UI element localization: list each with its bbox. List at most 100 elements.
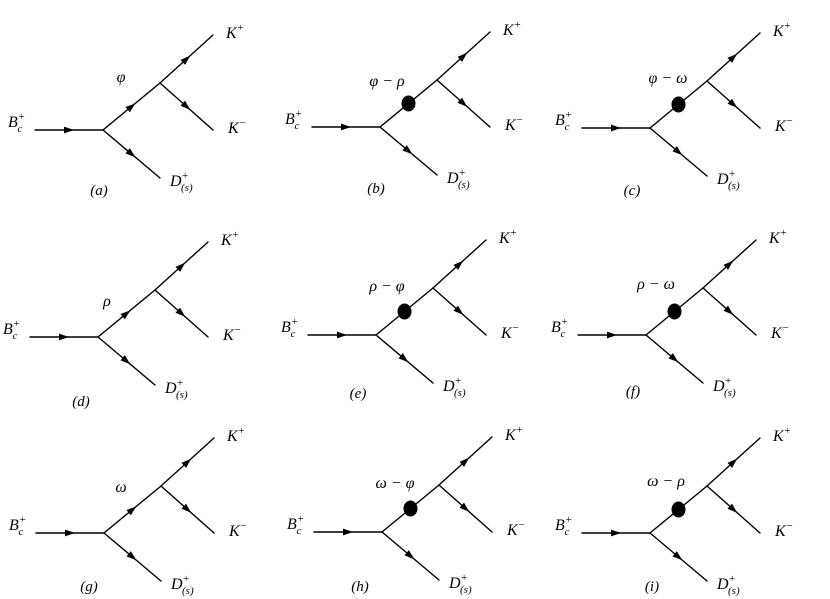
label-d-meson-symbol: D xyxy=(712,378,725,395)
label-d-meson-symbol: D xyxy=(448,575,461,592)
label-d-meson-subscript: (s) xyxy=(176,389,188,401)
label-k-plus-charge: + xyxy=(238,22,244,34)
label-initial-state: B+c xyxy=(9,514,26,538)
label-initial-state: B+c xyxy=(3,318,20,342)
label-k-minus-charge: − xyxy=(235,324,241,336)
arrowhead-d-meson xyxy=(120,355,131,365)
label-k-minus-symbol: K xyxy=(227,120,240,137)
mixing-vertex-blob xyxy=(671,501,686,518)
label-d-meson-charge: + xyxy=(183,573,189,585)
diagram-e: B+cK+K−D+(s)ρ − φ(e) xyxy=(281,227,519,402)
label-initial-state: B+c xyxy=(8,111,25,135)
label-initial-state: B+c xyxy=(555,514,572,538)
label-d-meson: D+(s) xyxy=(164,377,188,401)
label-k-minus-charge: − xyxy=(519,519,525,531)
label-initial-state-subscript: c xyxy=(19,526,24,538)
label-d-meson-symbol: D xyxy=(446,170,459,187)
label-initial-state: B+c xyxy=(555,109,572,133)
label-initial-state-subscript: c xyxy=(18,123,23,135)
arrowhead-k-plus xyxy=(727,458,738,468)
mixing-vertex-blob xyxy=(403,500,418,517)
arrowhead-initial xyxy=(59,333,69,341)
arrowhead-d-meson xyxy=(404,550,415,560)
diagram-caption: (f) xyxy=(626,384,640,400)
arrowhead-k-minus xyxy=(459,502,470,512)
arrowhead-k-plus xyxy=(459,457,470,467)
label-d-meson-subscript: (s) xyxy=(728,180,740,192)
label-d-meson-charge: + xyxy=(182,170,188,182)
label-initial-state: B+c xyxy=(285,108,302,132)
label-d-meson-charge: + xyxy=(459,167,465,179)
arrowhead-d-meson xyxy=(125,148,136,158)
arrowhead-initial xyxy=(611,529,621,537)
label-initial-state-subscript: c xyxy=(291,328,296,340)
label-k-minus-charge: − xyxy=(787,115,793,127)
label-intermediate-state: ρ − ω xyxy=(636,276,675,293)
diagram-caption: (b) xyxy=(367,181,385,197)
label-k-plus-symbol: K xyxy=(226,428,239,445)
diagram-b: B+cK+K−D+(s)φ − ρ(b) xyxy=(285,19,523,197)
label-d-meson-subscript: (s) xyxy=(454,387,466,399)
label-k-plus-charge: + xyxy=(781,227,787,239)
label-initial-state-charge: + xyxy=(298,513,304,525)
label-k-plus: K+ xyxy=(772,20,791,40)
diagram-h: B+cK+K−D+(s)ω − φ(h) xyxy=(287,424,525,596)
label-k-plus-charge: + xyxy=(515,19,521,31)
mixing-vertex-blob xyxy=(397,303,412,320)
arrowhead-intermediate xyxy=(120,310,131,320)
label-initial-state-subscript: c xyxy=(295,120,300,132)
label-initial-state: B+c xyxy=(287,513,304,537)
arrowhead-initial xyxy=(607,331,617,339)
diagram-caption: (a) xyxy=(90,183,108,199)
label-initial-state-symbol: B xyxy=(285,111,295,128)
label-d-meson-charge: + xyxy=(455,375,461,387)
label-initial-state-subscript: c xyxy=(565,526,570,538)
label-initial-state-symbol: B xyxy=(281,319,291,336)
arrowhead-intermediate xyxy=(126,506,137,516)
diagram-d: B+cK+K−D+(s)ρ(d) xyxy=(3,229,241,410)
label-d-meson-subscript: (s) xyxy=(724,387,736,399)
arrowhead-k-plus xyxy=(453,260,464,270)
label-d-meson-charge: + xyxy=(725,375,731,387)
label-initial-state: B+c xyxy=(551,316,568,340)
arrowhead-k-minus xyxy=(457,97,468,107)
label-initial-state-symbol: B xyxy=(555,112,565,129)
label-k-plus: K+ xyxy=(772,425,791,445)
label-k-minus-symbol: K xyxy=(506,522,519,539)
label-k-minus-charge: − xyxy=(513,322,519,334)
label-k-plus-charge: + xyxy=(511,227,517,239)
label-k-minus-symbol: K xyxy=(770,325,783,342)
label-initial-state-symbol: B xyxy=(8,114,18,131)
label-k-plus-charge: + xyxy=(239,425,245,437)
label-k-minus: K− xyxy=(770,322,789,342)
diagram-i: B+cK+K−D+(s)ω − ρ(i) xyxy=(555,425,793,597)
label-k-minus-charge: − xyxy=(240,117,246,129)
label-d-meson-symbol: D xyxy=(170,576,183,593)
label-d-meson-charge: + xyxy=(729,573,735,585)
label-initial-state-symbol: B xyxy=(9,517,19,534)
arrowhead-d-meson xyxy=(398,353,409,363)
diagram-caption: (g) xyxy=(80,579,98,595)
arrowhead-k-plus xyxy=(723,260,734,270)
label-d-meson-symbol: D xyxy=(716,171,729,188)
label-k-minus-symbol: K xyxy=(222,327,235,344)
arrowhead-d-meson xyxy=(672,551,683,561)
label-k-plus: K+ xyxy=(504,424,523,444)
diagram-caption: (i) xyxy=(645,579,659,595)
label-initial-state-charge: + xyxy=(20,514,26,526)
label-initial-state-charge: + xyxy=(296,108,302,120)
mixing-vertex-blob xyxy=(667,303,682,320)
label-k-plus-charge: + xyxy=(517,424,523,436)
label-initial-state-charge: + xyxy=(562,316,568,328)
label-k-plus: K+ xyxy=(502,19,521,39)
label-d-meson: D+(s) xyxy=(716,168,740,192)
label-k-plus: K+ xyxy=(220,229,239,249)
label-k-minus: K− xyxy=(506,519,525,539)
arrowhead-k-minus xyxy=(180,100,191,110)
label-d-meson: D+(s) xyxy=(170,573,194,597)
arrowhead-k-minus xyxy=(181,503,192,513)
label-k-minus: K− xyxy=(227,117,246,137)
label-d-meson-symbol: D xyxy=(716,576,729,593)
label-d-meson-subscript: (s) xyxy=(181,182,193,194)
diagram-c: B+cK+K−D+(s)φ − ω(c) xyxy=(555,20,793,199)
